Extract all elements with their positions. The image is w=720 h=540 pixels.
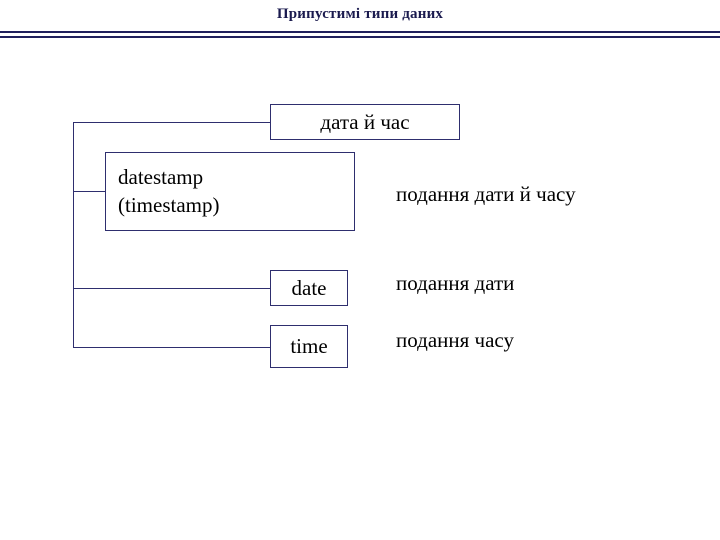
node-date-box[interactable]: date	[270, 270, 348, 306]
node-datestamp-label-line1: datestamp	[118, 164, 204, 189]
connector-branch-time	[73, 347, 271, 348]
node-date-label: date	[291, 275, 327, 300]
connector-trunk-vertical	[73, 122, 74, 347]
connector-branch-datetime	[73, 122, 271, 123]
node-time-box[interactable]: time	[270, 325, 348, 368]
node-datetime-box[interactable]: дата й час	[270, 104, 460, 140]
description-time: подання часу	[396, 328, 514, 352]
node-datetime-label: дата й час	[320, 109, 410, 134]
connector-branch-date	[73, 288, 271, 289]
node-datestamp-label-line2: (timestamp)	[118, 192, 220, 217]
header-rule-top	[0, 31, 720, 33]
header-rule-bottom	[0, 36, 720, 38]
page-title: Припустимі типи даних	[276, 6, 444, 22]
node-time-label: time	[290, 334, 328, 358]
connector-branch-datestamp	[73, 191, 106, 192]
node-datestamp-box[interactable]: datestamp (timestamp)	[105, 152, 355, 231]
description-datestamp: подання дати й часу	[396, 182, 576, 206]
description-date: подання дати	[396, 271, 515, 295]
